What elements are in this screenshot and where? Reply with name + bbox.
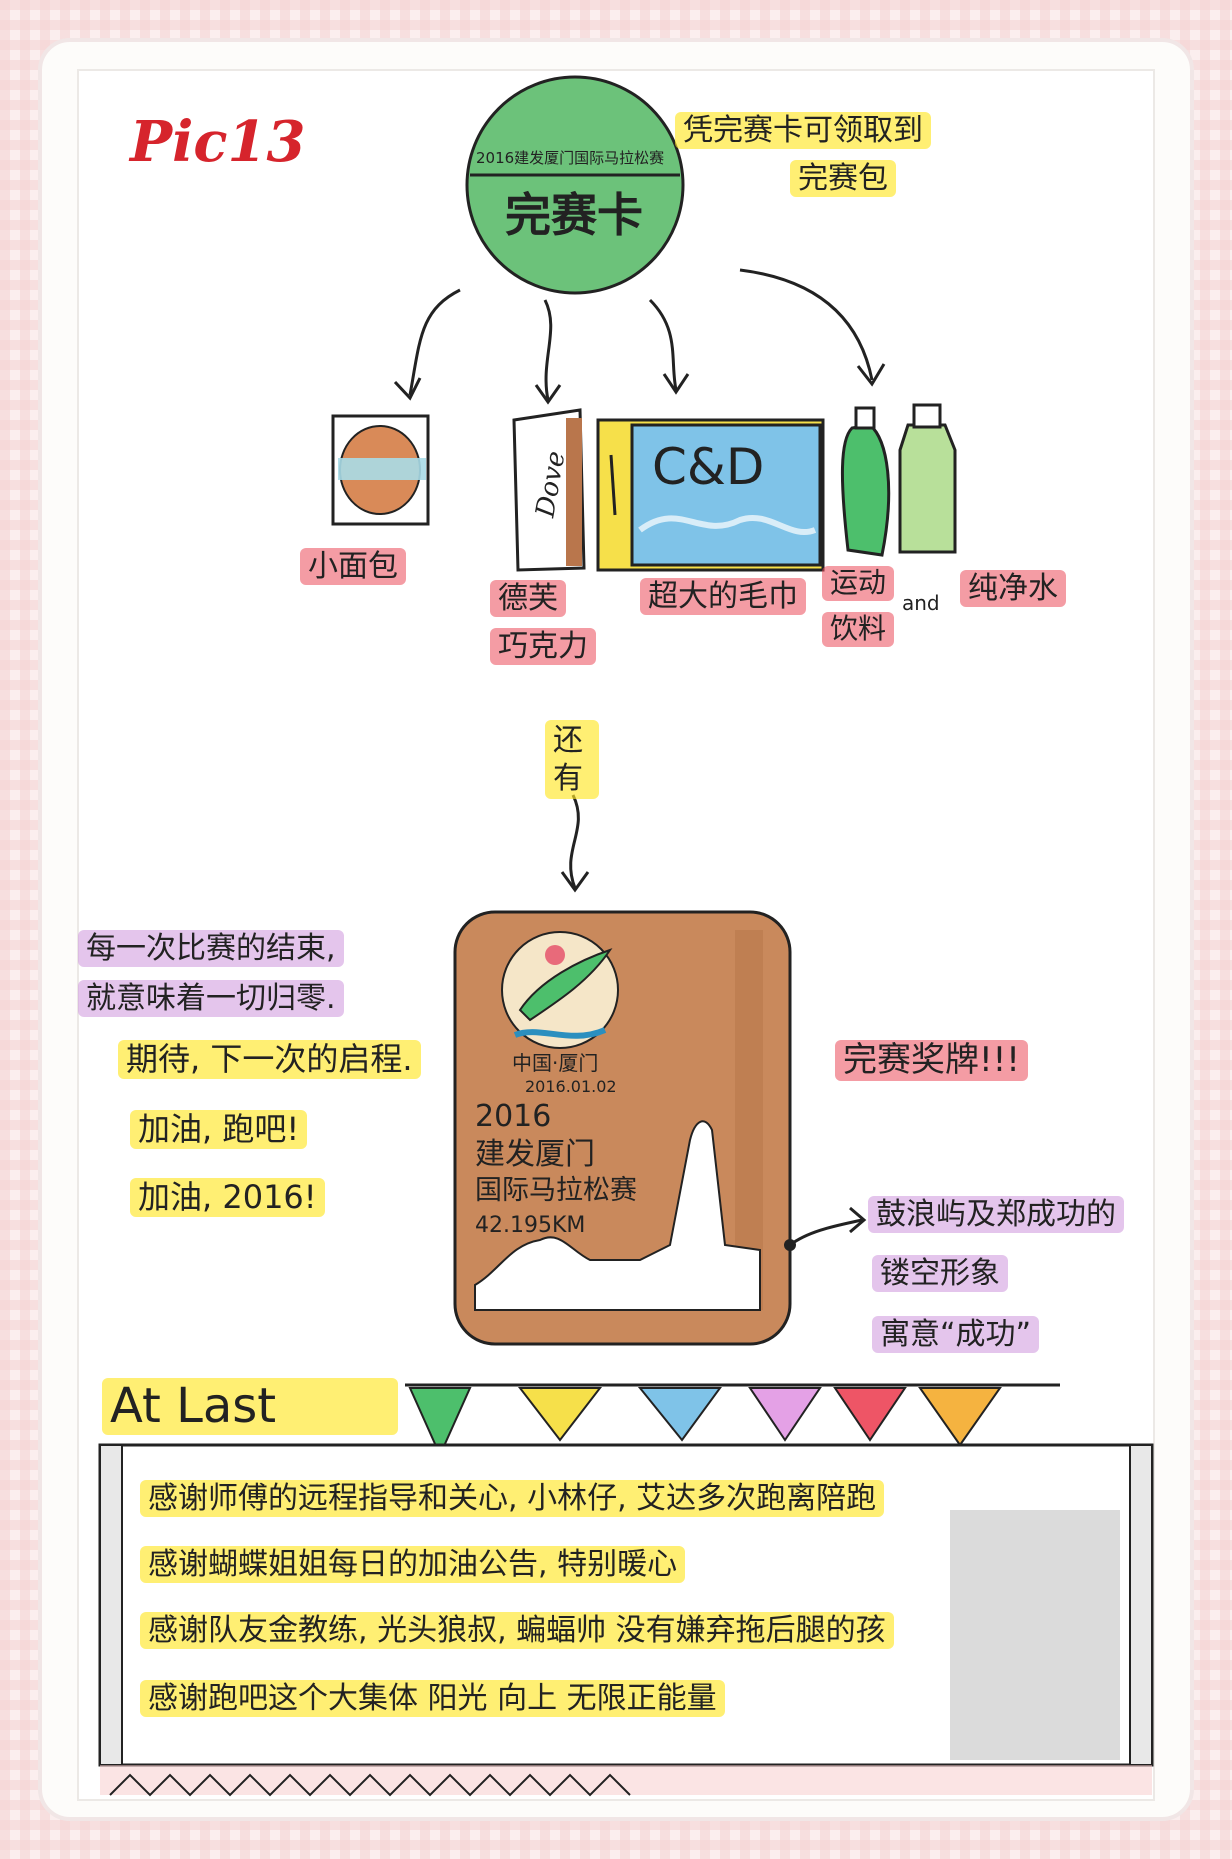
note-line-1: 每一次比赛的结束,: [78, 930, 344, 967]
bunting-flag: [637, 1387, 722, 1442]
pic-badge: Pic13: [130, 109, 306, 175]
medal-label: 完赛奖牌!!!: [835, 1040, 1028, 1082]
bunting-flag: [918, 1387, 1002, 1447]
towel-brand-text: C&D: [652, 438, 765, 496]
arrow-to-bread: [408, 288, 461, 396]
towel-inner: [630, 423, 822, 567]
sports-drink-label-line1: 运动: [822, 566, 895, 601]
card-note-line2: 完赛包: [790, 160, 896, 197]
towel-label: 超大的毛巾: [640, 578, 806, 615]
also-label: 还有: [545, 720, 599, 799]
at-last-title: At Last: [102, 1378, 398, 1435]
medal-desc-line-2: 镂空形象: [872, 1255, 1008, 1292]
bunting-flag: [408, 1387, 472, 1458]
bunting-flag: [748, 1387, 822, 1442]
sports-drink-label-line2: 饮料: [822, 612, 895, 647]
note-line-4: 加油, 跑吧!: [130, 1110, 308, 1150]
bunting-flag: [517, 1387, 603, 1442]
thanks-line-3: 感谢队友金教练, 光头狼叔, 蝙蝠帅 没有嫌弃拖后腿的孩: [140, 1612, 894, 1649]
medal-line-1: 建发厦门: [475, 1137, 595, 1172]
medal-desc-line-1: 鼓浪屿及郑成功的: [868, 1196, 1124, 1233]
card-event-name: 2016建发厦门国际马拉松赛: [476, 149, 665, 167]
medal-year: 2016: [475, 1099, 552, 1134]
thanks-line-1: 感谢师傅的远程指导和关心, 小林仔, 艾达多次跑离陪跑: [140, 1480, 885, 1517]
note-line-5: 加油, 2016!: [130, 1178, 325, 1218]
sports-drink-bottle: [840, 423, 891, 557]
medal-line-2: 国际马拉松赛: [475, 1175, 637, 1206]
arrow-to-drinks: [739, 268, 874, 381]
medal-desc-line-3: 寓意“成功”: [872, 1316, 1040, 1353]
bread-label: 小面包: [300, 548, 406, 585]
finisher-card-shape: [465, 75, 685, 295]
card-title: 完赛卡: [505, 188, 643, 242]
and-connector: and: [902, 591, 940, 615]
chocolate-label-line1: 德芙: [490, 580, 566, 617]
water-label: 纯净水: [960, 570, 1066, 607]
bunting-flag: [833, 1387, 907, 1442]
arrow-to-towel: [648, 298, 678, 391]
note-line-3: 期待, 下一次的启程.: [118, 1040, 421, 1080]
medal-distance: 42.195KM: [475, 1213, 586, 1238]
chocolate-label-line2: 巧克力: [490, 628, 596, 665]
water-bottle: [898, 423, 957, 554]
thanks-line-4: 感谢跑吧这个大集体 阳光 向上 无限正能量: [140, 1680, 725, 1717]
note-line-2: 就意味着一切归零.: [78, 980, 344, 1017]
thanks-line-2: 感谢蝴蝶姐姐每日的加油公告, 特别暖心: [140, 1546, 686, 1583]
medal-logo-caption: 中国·厦门: [512, 1051, 599, 1075]
card-note-line1: 凭完赛卡可领取到: [675, 112, 931, 149]
arrow-to-medal: [569, 794, 580, 889]
arrow-to-chocolate: [543, 299, 553, 401]
medal-date: 2016.01.02: [525, 1077, 617, 1096]
medal-cutout-icon: [474, 1120, 761, 1311]
